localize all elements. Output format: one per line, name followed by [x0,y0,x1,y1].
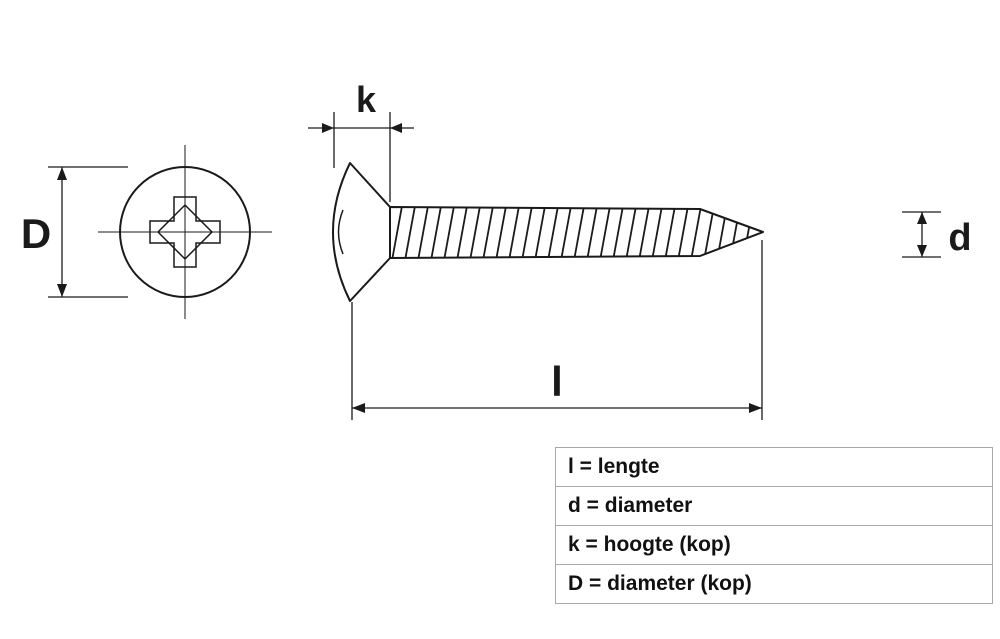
legend-row-D: D = diameter (kop) [568,572,752,595]
arrow-left-icon [390,123,402,133]
arrow-left-icon [352,403,365,413]
dimension-k-label: k [356,79,377,120]
screw-head-profile [332,162,391,302]
dimension-D-label: D [21,210,51,257]
arrow-down-icon [917,245,927,257]
arrow-up-icon [917,212,927,224]
head-front-view-circle [119,166,251,298]
head-recess-profile [337,209,344,255]
dimension-d-label: d [948,217,971,259]
arrow-down-icon [57,284,67,297]
arrow-right-icon [322,123,334,133]
phillips-recess-diamond [156,203,214,261]
legend-row-k: k = hoogte (kop) [556,526,992,565]
arrow-right-icon [749,403,762,413]
arrow-up-icon [57,167,67,180]
dimension-l-label: l [551,358,563,405]
legend-row-l: l = lengte [556,448,992,487]
legend-row-d: d = diameter [556,487,992,526]
phillips-recess-cross [149,196,221,268]
legend-table: l = lengte d = diameter k = hoogte (kop)… [555,447,993,604]
screw-shank-threaded [389,206,764,259]
